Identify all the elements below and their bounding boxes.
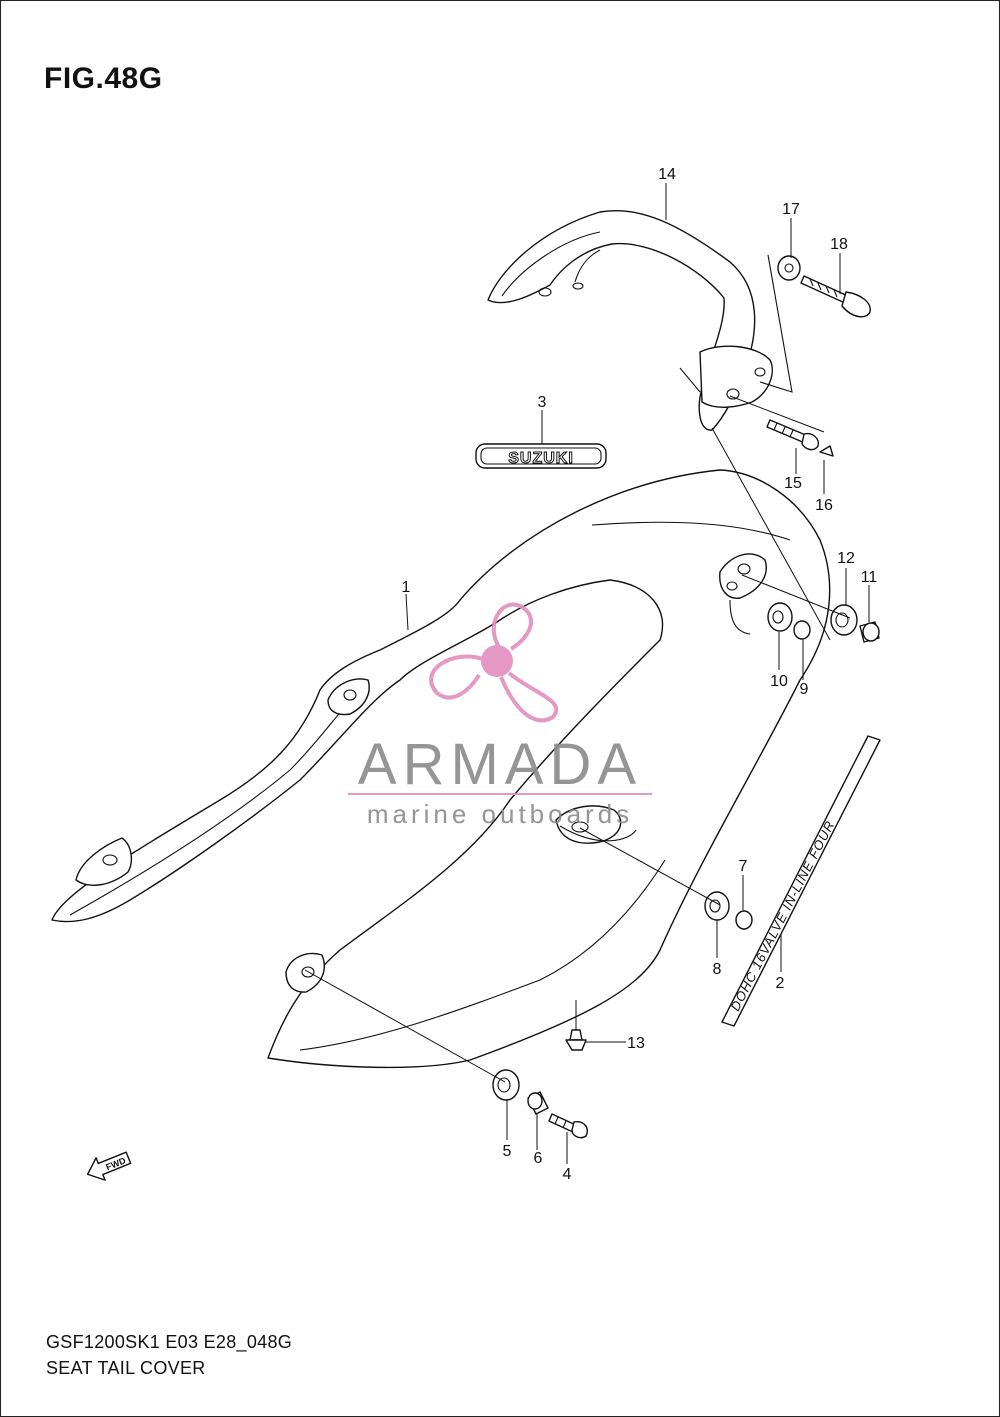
collar-part-9[interactable]	[793, 620, 811, 640]
callout-16: 16	[815, 497, 833, 514]
callout-8: 8	[713, 961, 722, 978]
collar-part-6[interactable]	[527, 1091, 549, 1115]
callout-9: 9	[800, 681, 809, 698]
watermark-tagline: marine outboards	[367, 799, 633, 829]
callout-6: 6	[534, 1150, 543, 1167]
collar-part-11[interactable]	[859, 621, 880, 643]
leader-lines	[304, 183, 870, 1164]
grab-rail-part[interactable]	[487, 209, 793, 431]
suzuki-emblem-part[interactable]: SUZUKI	[475, 443, 607, 469]
grommet-part-5[interactable]	[492, 1069, 520, 1101]
propeller-logo-icon	[429, 602, 559, 723]
model-code: GSF1200SK1 E03 E28_048G	[46, 1332, 293, 1352]
fwd-arrow-icon: FWD	[86, 1151, 132, 1181]
bolt-part-15[interactable]	[766, 419, 819, 451]
callout-4: 4	[563, 1166, 572, 1183]
grommet-part-12[interactable]	[830, 604, 858, 636]
callout-13: 13	[627, 1035, 645, 1052]
callout-10: 10	[770, 673, 788, 690]
clip-part-16[interactable]	[819, 445, 834, 457]
diagram-name: SEAT TAIL COVER	[46, 1358, 206, 1378]
callout-3: 3	[538, 394, 547, 411]
callout-17: 17	[782, 201, 800, 218]
bolt-part-4[interactable]	[548, 1113, 588, 1139]
callout-15: 15	[784, 475, 802, 492]
grommet-part-8[interactable]	[704, 891, 730, 921]
watermark-brand: ARMADA	[358, 732, 642, 797]
callout-7: 7	[739, 858, 748, 875]
grommet-part-10[interactable]	[767, 602, 793, 632]
callout-12: 12	[837, 550, 855, 567]
callout-18: 18	[830, 236, 848, 253]
collar-part-7[interactable]	[735, 910, 753, 930]
watermark: ARMADA marine outboards	[348, 602, 652, 829]
callout-11: 11	[861, 569, 878, 586]
figure-title: FIG.48G	[44, 62, 163, 95]
seat-tail-cover-part[interactable]	[51, 469, 831, 1069]
washer-part-17[interactable]	[777, 255, 801, 281]
callout-1: 1	[402, 579, 411, 596]
emblem-text: SUZUKI	[508, 450, 574, 467]
clip-part-13[interactable]	[565, 1029, 587, 1051]
callout-labels: 1 2 3 4 5 6 7 8 9 10 11 12 13 14 15 16 1…	[402, 166, 878, 1183]
callout-14: 14	[658, 166, 676, 183]
bolt-part-18[interactable]	[800, 275, 871, 318]
callout-5: 5	[503, 1143, 512, 1160]
callout-2: 2	[776, 975, 785, 992]
